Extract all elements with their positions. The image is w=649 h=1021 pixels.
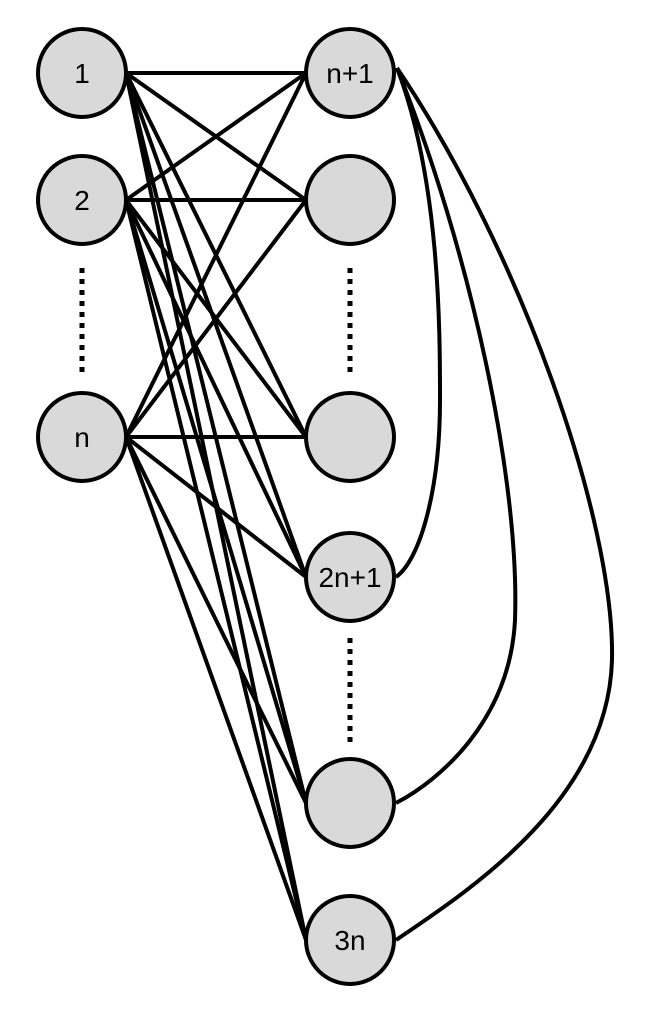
edge-left-2-to-low-2	[124, 199, 308, 804]
node-label: n+1	[326, 58, 374, 89]
node-left-n: n	[36, 391, 128, 483]
node-label: n	[74, 422, 90, 453]
node-label: 3n	[334, 925, 365, 956]
edge-left-2-to-low-3	[124, 199, 308, 941]
node-circle	[36, 154, 128, 246]
node-left-1: 1	[36, 27, 128, 119]
edge-left-n-to-mid-2	[124, 198, 308, 439]
nodes: 1 2 n n+1 2n+1 3n	[36, 27, 396, 986]
node-low-3: 3n	[304, 894, 396, 986]
node-circle	[304, 27, 396, 119]
node-left-2: 2	[36, 154, 128, 246]
node-circle	[304, 894, 396, 986]
edge-left-1-to-low-2	[124, 72, 308, 804]
edge-left-2-to-low-1	[124, 199, 308, 578]
edge-left-n-to-low-1	[124, 435, 308, 579]
node-mid-2	[304, 154, 396, 246]
node-circle	[36, 27, 128, 119]
node-low-1: 2n+1	[304, 531, 396, 623]
edge-left-n-to-low-2	[124, 436, 308, 804]
node-circle	[36, 391, 128, 483]
node-low-2	[304, 757, 396, 849]
edge-mid-1-to-low-1	[394, 67, 443, 579]
edge-mid-1-to-low-2	[395, 67, 518, 805]
edge-left-n-to-mid-1	[124, 72, 308, 438]
edge-mid-1-to-low-3	[394, 66, 615, 942]
node-mid-3	[304, 391, 396, 483]
node-circle	[304, 391, 396, 483]
node-circle	[304, 531, 396, 623]
node-mid-1: n+1	[304, 27, 396, 119]
edge-left-n-to-low-3	[124, 436, 308, 941]
node-label: 2	[74, 185, 90, 216]
node-circle	[304, 154, 396, 246]
node-label: 1	[74, 58, 90, 89]
node-circle	[304, 757, 396, 849]
edges	[124, 66, 615, 942]
edge-left-2-to-mid-1	[124, 71, 308, 202]
node-label: 2n+1	[318, 562, 381, 593]
edge-left-1-to-low-1	[124, 72, 308, 578]
